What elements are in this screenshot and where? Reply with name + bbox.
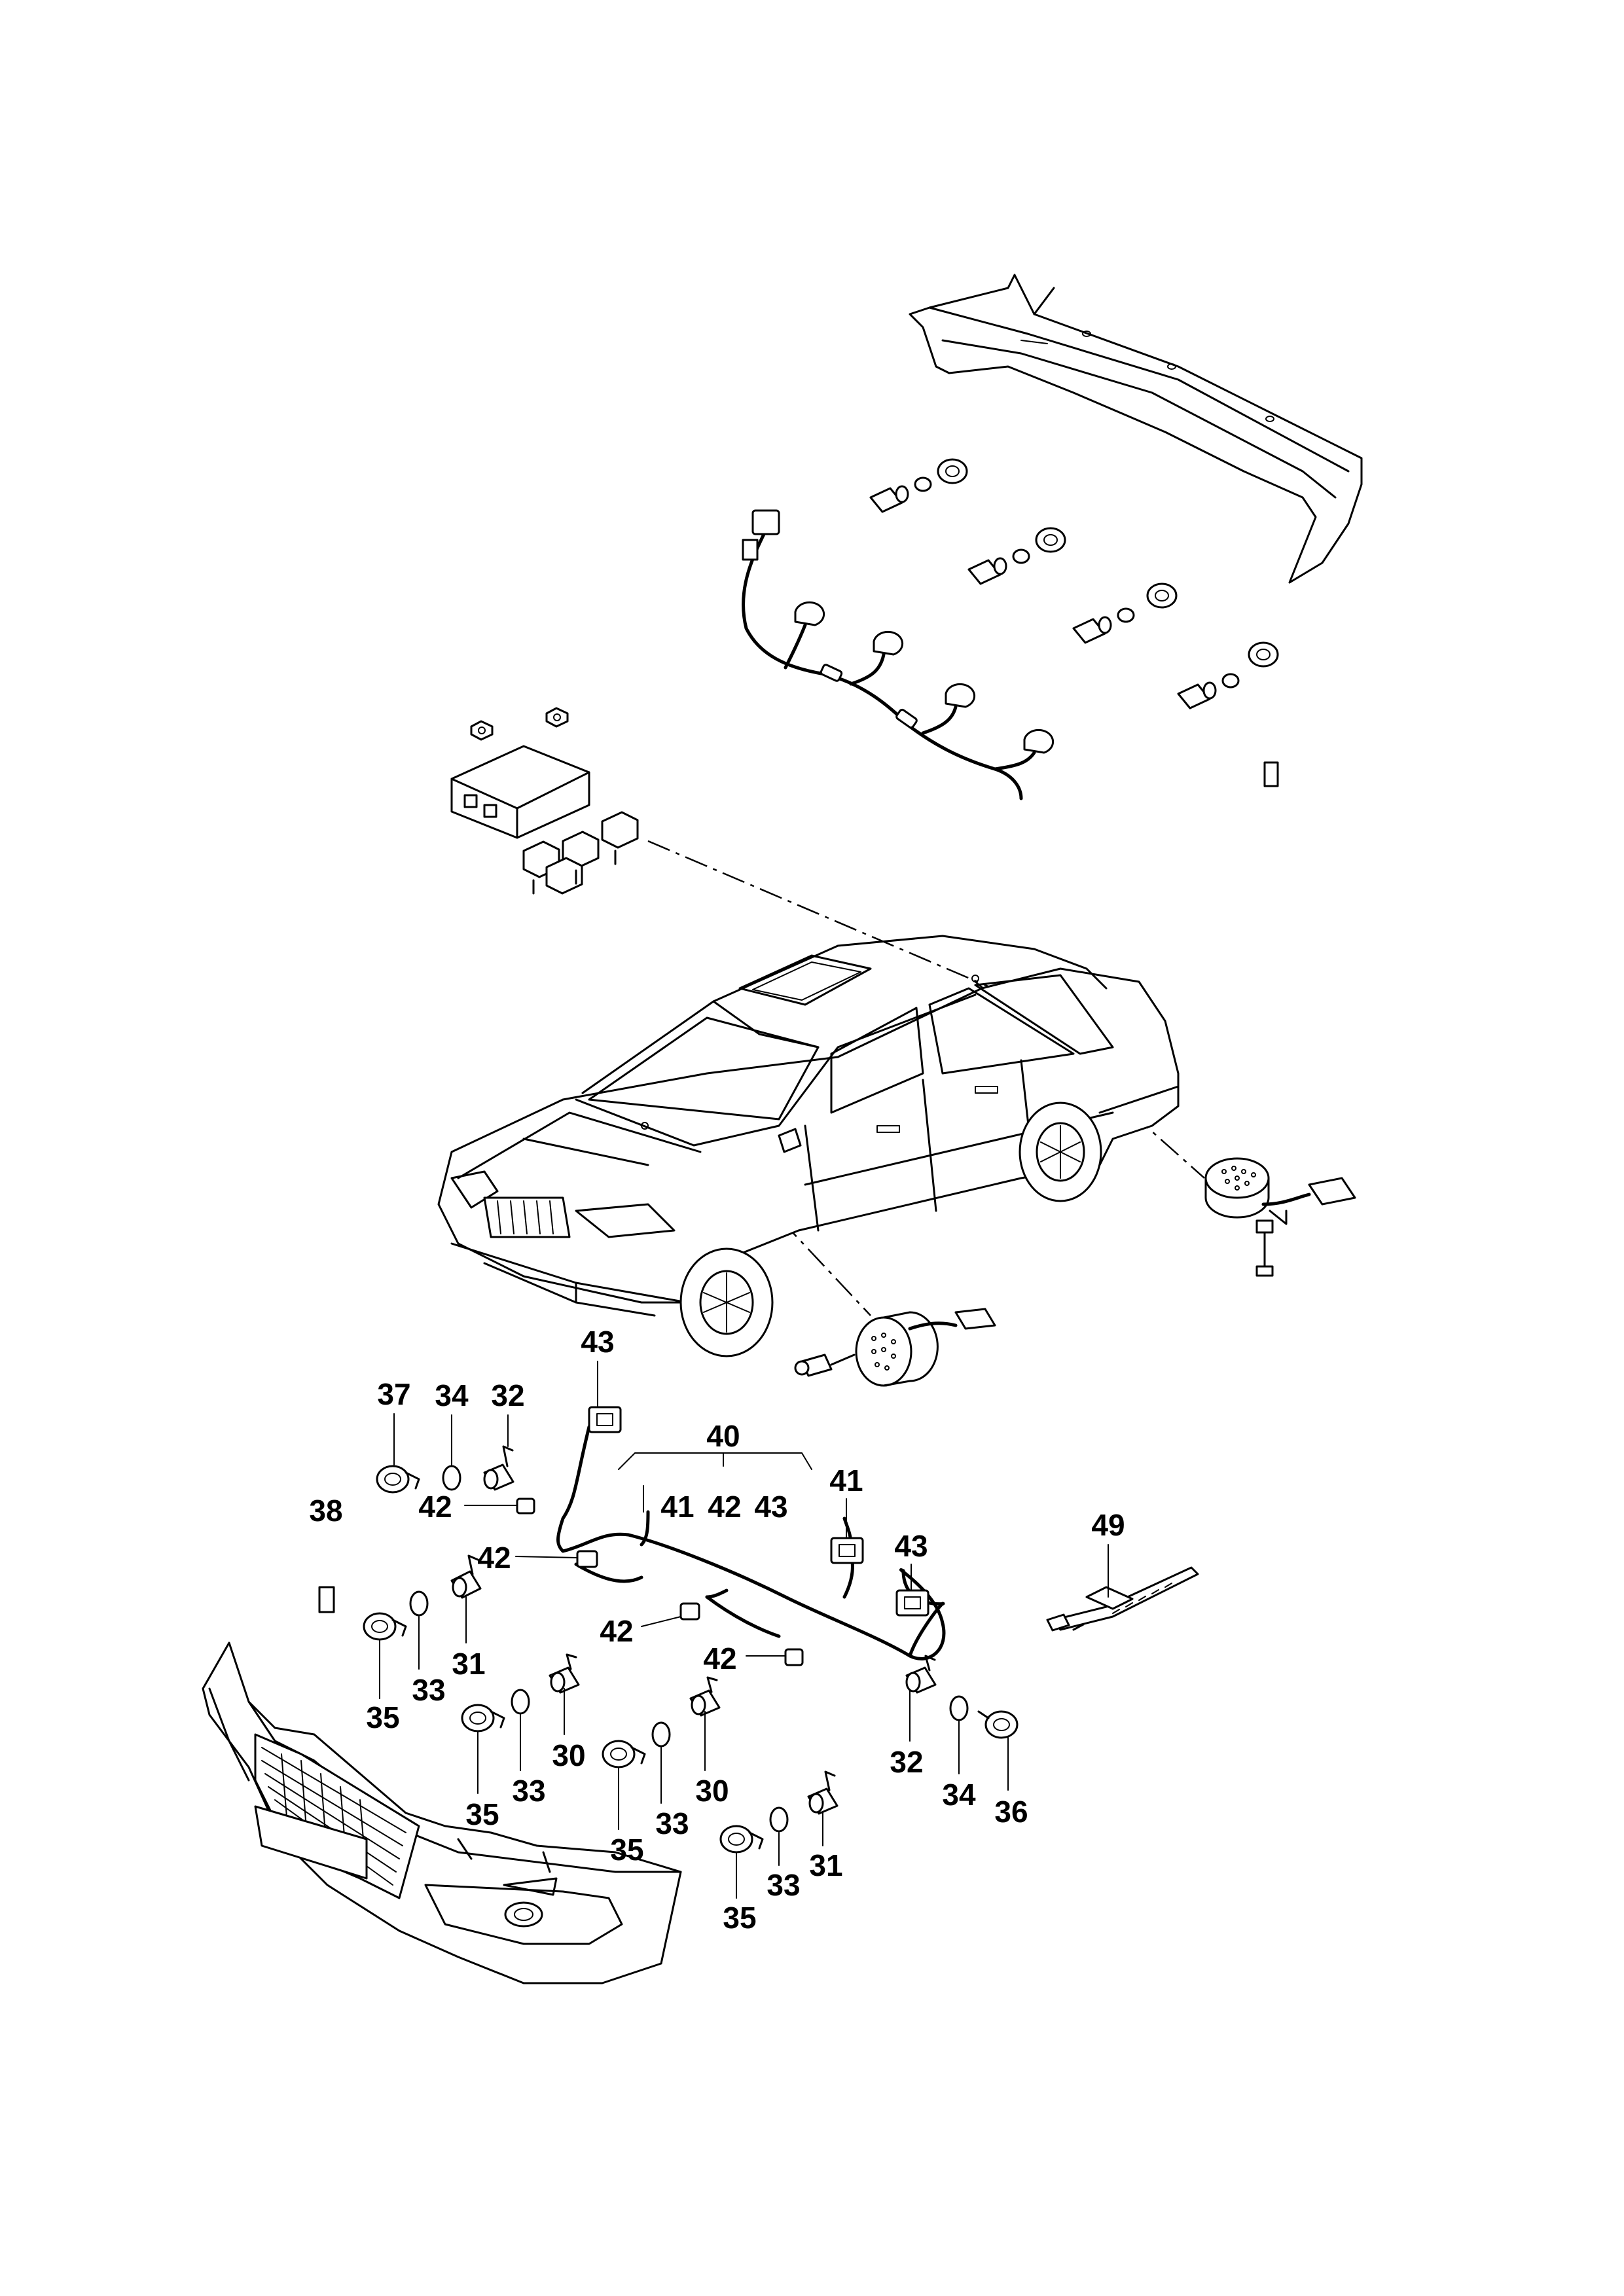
rear-sensor-set xyxy=(1072,583,1178,644)
rear-wiring-harness xyxy=(741,509,1055,800)
callout-43: 43 xyxy=(894,1529,928,1563)
seal-ring-33 xyxy=(769,1806,789,1833)
rear-sensor-set xyxy=(869,458,968,513)
callout-42: 42 xyxy=(600,1614,633,1648)
rear-sensor-set xyxy=(967,527,1066,585)
callout-35: 35 xyxy=(610,1833,643,1867)
front-wiring-harness xyxy=(516,1406,946,1666)
callout-38: 38 xyxy=(309,1494,342,1528)
part-38 xyxy=(318,1586,335,1613)
callout-49: 49 xyxy=(1091,1508,1125,1542)
callout-42: 42 xyxy=(418,1490,452,1524)
sensor-holder-37 xyxy=(376,1465,420,1494)
callout-36: 36 xyxy=(994,1795,1028,1829)
callout-30: 30 xyxy=(552,1738,585,1772)
callout-leaders xyxy=(379,1361,1109,1899)
callout-42: 42 xyxy=(708,1490,741,1524)
callout-42: 42 xyxy=(703,1641,736,1676)
seal-ring-33 xyxy=(511,1689,530,1715)
sensor-holder-35 xyxy=(461,1704,505,1732)
sensor-30 xyxy=(549,1653,580,1694)
callout-33: 33 xyxy=(655,1806,689,1840)
front-bumper xyxy=(202,1641,682,1984)
rear-buzzer xyxy=(1204,1157,1356,1277)
callout-labels: 43 37 34 32 40 41 38 42 41 42 43 43 49 4… xyxy=(309,1325,1125,1935)
callout-32: 32 xyxy=(491,1378,524,1412)
callout-41: 41 xyxy=(829,1463,863,1498)
callout-35: 35 xyxy=(366,1700,399,1734)
sensor-holder-36 xyxy=(977,1710,1019,1739)
callout-32: 32 xyxy=(890,1745,923,1779)
rear-bumper xyxy=(909,274,1363,584)
rear-sensor-sets xyxy=(869,458,1279,787)
callout-43: 43 xyxy=(754,1490,787,1524)
sensor-holder-35 xyxy=(719,1825,764,1854)
callout-30: 30 xyxy=(695,1774,729,1808)
callout-42: 42 xyxy=(477,1541,511,1575)
callout-37: 37 xyxy=(377,1377,410,1411)
sensor-31 xyxy=(450,1554,482,1599)
callout-31: 31 xyxy=(809,1848,842,1882)
callout-33: 33 xyxy=(767,1868,800,1902)
sensor-holder-35 xyxy=(602,1740,646,1768)
callout-34: 34 xyxy=(435,1378,469,1412)
car-illustration xyxy=(437,935,1180,1357)
sensor-32 xyxy=(483,1445,514,1491)
seal-ring-34 xyxy=(949,1695,969,1721)
callout-31: 31 xyxy=(452,1647,485,1681)
sensor-31 xyxy=(807,1770,839,1815)
front-sensor-parts xyxy=(318,1445,1019,1854)
callout-33: 33 xyxy=(412,1673,445,1707)
callout-35: 35 xyxy=(465,1797,499,1831)
sensor-30 xyxy=(689,1676,721,1717)
sensor-32 xyxy=(905,1655,937,1694)
parking-aid-control-unit xyxy=(450,707,639,895)
rear-sensor-set xyxy=(1177,641,1279,709)
callout-41: 41 xyxy=(660,1490,694,1524)
seal-ring-33 xyxy=(409,1590,429,1617)
seal-ring-33 xyxy=(651,1721,671,1748)
callout-40: 40 xyxy=(706,1419,740,1453)
seal-ring-34 xyxy=(442,1465,461,1491)
front-buzzer xyxy=(794,1308,996,1387)
callout-34: 34 xyxy=(942,1778,976,1812)
rear-small-part xyxy=(1263,761,1279,787)
callout-43: 43 xyxy=(581,1325,614,1359)
callout-35: 35 xyxy=(723,1901,756,1935)
callout-33: 33 xyxy=(512,1774,545,1808)
cable-tie-holder xyxy=(1046,1566,1199,1632)
sensor-holder-35 xyxy=(363,1612,407,1641)
